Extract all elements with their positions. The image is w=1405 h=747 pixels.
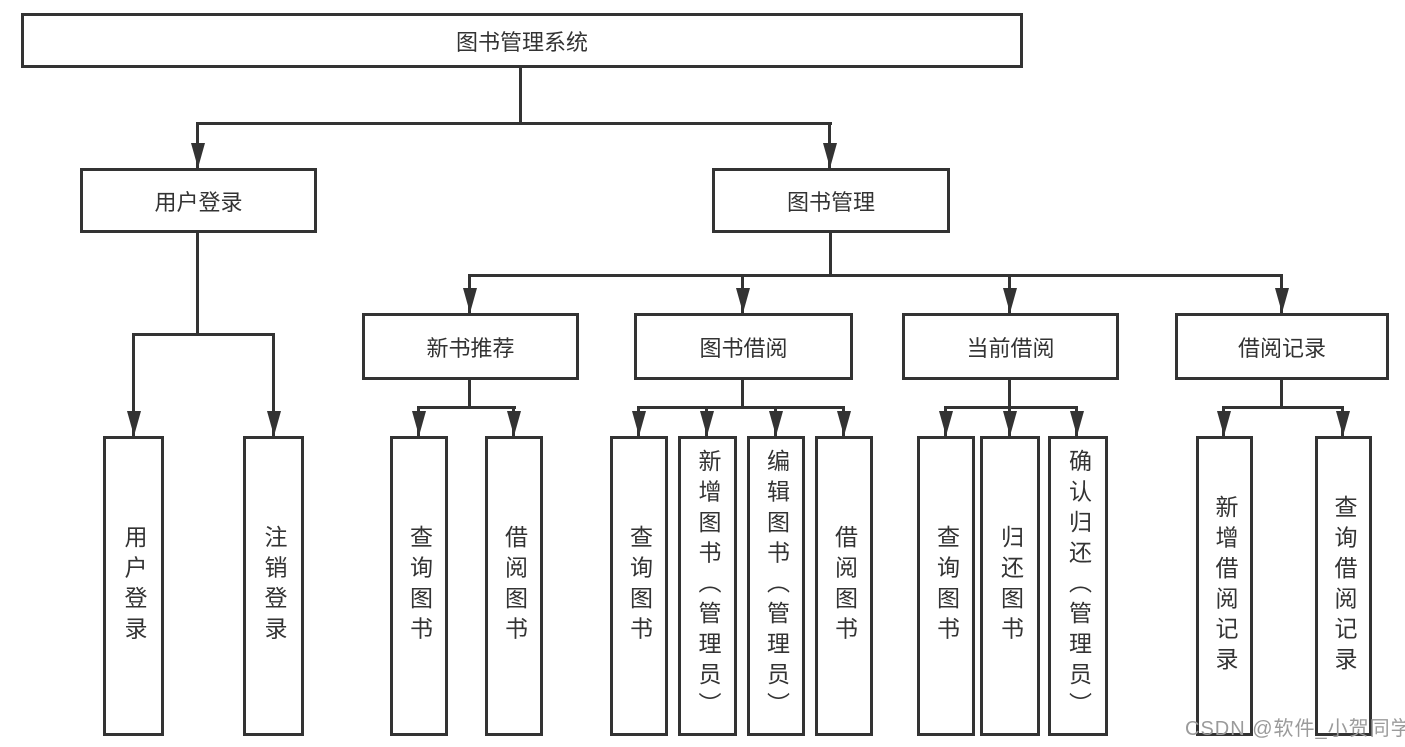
- leaf-query-books-borrowing: 查询图书: [610, 436, 668, 736]
- node-label: 用户登录: [154, 189, 243, 215]
- connector-line: [132, 333, 275, 336]
- node-label: 图书管理: [786, 189, 875, 215]
- arrow-down-icon: [938, 406, 953, 436]
- node-label: 借阅图书: [501, 525, 528, 647]
- node-label: 图书借阅: [699, 335, 788, 361]
- arrow-down-icon: [1002, 274, 1017, 313]
- leaf-return-books: 归还图书: [980, 436, 1040, 736]
- node-label: 归还图书: [997, 525, 1024, 647]
- node-label: 当前借阅: [966, 335, 1055, 361]
- node-label: 借阅图书: [831, 525, 858, 647]
- csdn-watermark: CSDN @软件_小贺同学: [1185, 718, 1405, 740]
- arrow-down-icon: [462, 274, 477, 313]
- connector-line: [197, 122, 832, 125]
- leaf-add-book-admin: 新增图书（管理员）: [678, 436, 737, 736]
- node-label: 查询图书: [933, 525, 960, 647]
- arrow-down-icon: [190, 122, 205, 168]
- node-label: 借阅记录: [1237, 335, 1326, 361]
- leaf-edit-book-admin: 编辑图书（管理员）: [747, 436, 805, 736]
- node-label: 注销登录: [261, 525, 287, 647]
- arrow-down-icon: [822, 122, 837, 168]
- leaf-query-books-recommend: 查询图书: [390, 436, 448, 736]
- connector-line: [196, 233, 199, 336]
- arrow-down-icon: [1002, 406, 1017, 436]
- connector-line: [741, 380, 744, 409]
- node-library-system: 图书管理系统: [21, 13, 1023, 68]
- arrow-down-icon: [1216, 406, 1231, 436]
- connector-line: [637, 406, 845, 409]
- connector-line: [1222, 406, 1344, 409]
- connector-line: [1008, 380, 1011, 409]
- arrow-down-icon: [735, 274, 750, 313]
- arrow-down-icon: [411, 406, 426, 436]
- node-label: 用户登录: [121, 525, 147, 647]
- arrow-down-icon: [699, 406, 714, 436]
- arrow-down-icon: [1069, 406, 1084, 436]
- leaf-confirm-return-admin: 确认归还（管理员）: [1048, 436, 1108, 736]
- connector-line: [944, 406, 1078, 409]
- arrow-down-icon: [266, 333, 281, 436]
- node-label: 查询图书: [626, 525, 653, 647]
- arrow-down-icon: [768, 406, 783, 436]
- arrow-down-icon: [1274, 274, 1289, 313]
- arrow-down-icon: [836, 406, 851, 436]
- leaf-add-borrow-record: 新增借阅记录: [1196, 436, 1253, 736]
- connector-line: [417, 406, 516, 409]
- node-label: 新增借阅记录: [1212, 494, 1238, 678]
- node-current-borrowing: 当前借阅: [902, 313, 1119, 380]
- leaf-query-borrow-record: 查询借阅记录: [1315, 436, 1372, 736]
- leaf-user-login: 用户登录: [103, 436, 164, 736]
- node-book-management: 图书管理: [712, 168, 950, 233]
- node-new-book-recommend: 新书推荐: [362, 313, 579, 380]
- leaf-query-books-current: 查询图书: [917, 436, 975, 736]
- arrow-down-icon: [506, 406, 521, 436]
- node-label: 查询图书: [406, 525, 433, 647]
- node-user-login: 用户登录: [80, 168, 317, 233]
- node-book-borrowing: 图书借阅: [634, 313, 853, 380]
- arrow-down-icon: [1335, 406, 1350, 436]
- arrow-down-icon: [631, 406, 646, 436]
- node-label: 查询借阅记录: [1331, 494, 1357, 678]
- arrow-down-icon: [126, 333, 141, 436]
- leaf-borrow-books-borrowing: 借阅图书: [815, 436, 873, 736]
- connector-line: [519, 68, 522, 124]
- leaf-logout: 注销登录: [243, 436, 304, 736]
- connector-line: [468, 274, 1283, 277]
- node-label: 新书推荐: [426, 335, 515, 361]
- connector-line: [829, 233, 832, 277]
- node-label: 新增图书（管理员）: [695, 449, 721, 723]
- leaf-borrow-books-recommend: 借阅图书: [485, 436, 543, 736]
- connector-line: [1280, 380, 1283, 409]
- node-label: 确认归还（管理员）: [1065, 449, 1092, 723]
- connector-line: [468, 380, 471, 409]
- node-label: 图书管理系统: [455, 29, 588, 55]
- node-borrowing-records: 借阅记录: [1175, 313, 1389, 380]
- node-label: 编辑图书（管理员）: [763, 449, 790, 723]
